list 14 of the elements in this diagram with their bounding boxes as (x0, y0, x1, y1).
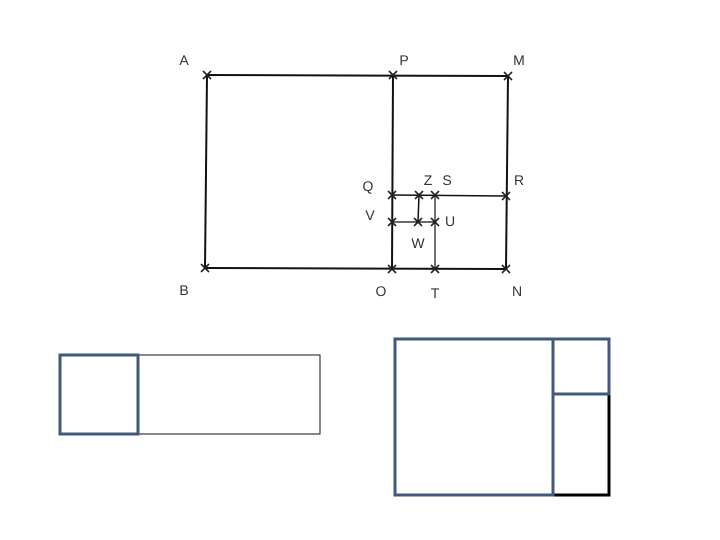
point-label: Z (424, 173, 432, 187)
point-label: W (411, 236, 425, 250)
point-label: V (365, 208, 375, 222)
point-label: O (376, 284, 386, 298)
point-label: T (430, 286, 440, 300)
point-label: R (514, 173, 524, 187)
point-label: U (444, 214, 456, 228)
point-label: B (179, 283, 189, 297)
point-label: M (513, 53, 525, 67)
point-label: S (442, 173, 452, 187)
point-label: P (399, 53, 409, 67)
point-label: Q (362, 179, 374, 193)
point-label: N (512, 284, 522, 298)
point-label: A (179, 53, 189, 67)
